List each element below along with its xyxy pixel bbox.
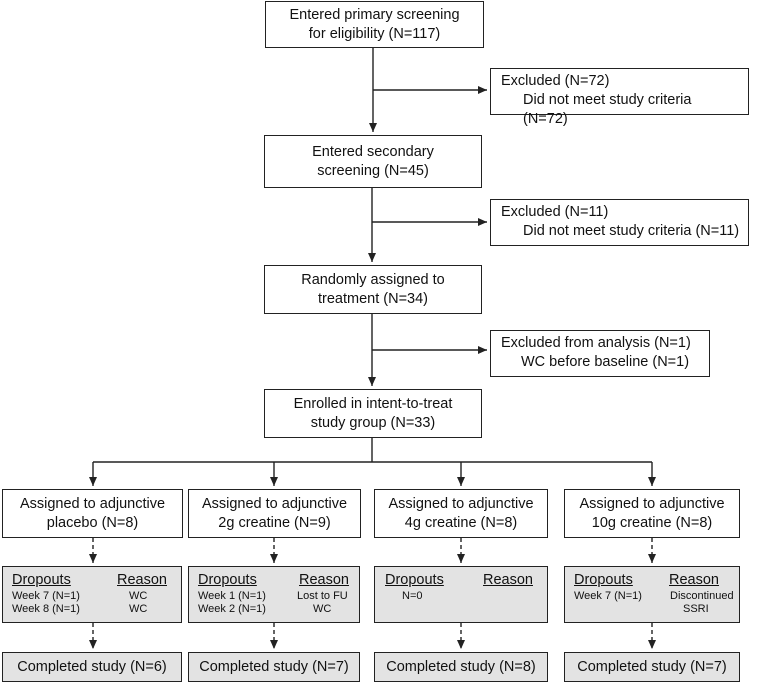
secondary-screening-line2: screening (N=45) [317, 162, 429, 179]
excluded-1-reason: Did not meet study criteria (N=72) [523, 92, 692, 127]
dropout-reason: SSRI [683, 603, 709, 615]
excluded-3-reason: WC before baseline (N=1) [521, 354, 690, 370]
completed-10g-text: Completed study (N=7) [577, 659, 727, 675]
secondary-screening-box: Entered secondary screening (N=45) [264, 135, 482, 188]
reason-header: Reason [299, 572, 349, 588]
arm-4g-line1: Assigned to adjunctive [388, 495, 534, 512]
completed-2g-text: Completed study (N=7) [199, 659, 349, 675]
reason-header: Reason [669, 572, 719, 588]
reason-header: Reason [483, 572, 533, 588]
enrolled-box: Enrolled in intent-to-treat study group … [264, 389, 482, 438]
dropouts-box-4g: Dropouts Reason N=0 [374, 566, 548, 623]
dropout-reason: WC [129, 603, 148, 615]
secondary-screening-line1: Entered secondary [312, 143, 434, 160]
primary-screening-line2: for eligibility (N=117) [308, 25, 441, 42]
arm-placebo-line2: placebo (N=8) [46, 514, 139, 531]
dropouts-box-2g: Dropouts Reason Week 1 (N=1) Lost to FU … [188, 566, 360, 623]
randomized-box: Randomly assigned to treatment (N=34) [264, 265, 482, 314]
primary-screening-line1: Entered primary screening [289, 6, 460, 23]
excluded-2-reason: Did not meet study criteria (N=11) [523, 223, 740, 239]
completed-box-10g: Completed study (N=7) [564, 652, 740, 682]
dropout-who: Week 2 (N=1) [198, 603, 266, 615]
arm-2g-box: Assigned to adjunctive 2g creatine (N=9) [188, 489, 361, 538]
randomized-line1: Randomly assigned to [301, 271, 445, 288]
reason-header: Reason [117, 572, 167, 588]
excluded-3-title: Excluded from analysis (N=1) [501, 335, 691, 351]
arm-10g-line2: 10g creatine (N=8) [591, 514, 713, 531]
dropouts-box-10g: Dropouts Reason Week 7 (N=1) Discontinue… [564, 566, 740, 623]
arm-2g-line1: Assigned to adjunctive [201, 495, 348, 512]
dropout-who: Week 7 (N=1) [574, 590, 642, 602]
completed-placebo-text: Completed study (N=6) [17, 659, 167, 675]
arm-placebo-line1: Assigned to adjunctive [19, 495, 166, 512]
completed-4g-text: Completed study (N=8) [386, 659, 536, 675]
dropout-reason: WC [313, 603, 332, 615]
arm-4g-box: Assigned to adjunctive 4g creatine (N=8) [374, 489, 548, 538]
dropout-who: N=0 [402, 590, 423, 602]
enrolled-line2: study group (N=33) [310, 414, 436, 431]
randomized-line2: treatment (N=34) [317, 290, 428, 307]
dropout-reason: Lost to FU [297, 590, 348, 602]
completed-box-placebo: Completed study (N=6) [2, 652, 182, 682]
excluded-1-title: Excluded (N=72) [501, 73, 610, 89]
arm-2g-line2: 2g creatine (N=9) [218, 514, 331, 531]
excluded-box-2: Excluded (N=11) Did not meet study crite… [490, 199, 749, 246]
dropouts-header: Dropouts [574, 572, 633, 588]
dropouts-header: Dropouts [12, 572, 71, 588]
dropouts-box-placebo: Dropouts Reason Week 7 (N=1) WC Week 8 (… [2, 566, 182, 623]
excluded-box-3: Excluded from analysis (N=1) WC before b… [490, 330, 710, 377]
completed-box-2g: Completed study (N=7) [188, 652, 360, 682]
arm-4g-line2: 4g creatine (N=8) [404, 514, 518, 531]
dropout-reason: Discontinued [670, 590, 734, 602]
dropouts-header: Dropouts [198, 572, 257, 588]
arm-placebo-box: Assigned to adjunctive placebo (N=8) [2, 489, 183, 538]
excluded-box-1: Excluded (N=72) Did not meet study crite… [490, 68, 749, 127]
arm-10g-box: Assigned to adjunctive 10g creatine (N=8… [564, 489, 740, 538]
completed-box-4g: Completed study (N=8) [374, 652, 548, 682]
arm-10g-line1: Assigned to adjunctive [579, 495, 725, 512]
dropout-who: Week 1 (N=1) [198, 590, 266, 602]
enrolled-line1: Enrolled in intent-to-treat [293, 395, 453, 412]
excluded-2-title: Excluded (N=11) [501, 204, 609, 220]
primary-screening-box: Entered primary screening for eligibilit… [265, 1, 484, 48]
dropout-who: Week 7 (N=1) [12, 590, 80, 602]
dropout-who: Week 8 (N=1) [12, 603, 80, 615]
dropouts-header: Dropouts [385, 572, 444, 588]
dropout-reason: WC [129, 590, 148, 602]
